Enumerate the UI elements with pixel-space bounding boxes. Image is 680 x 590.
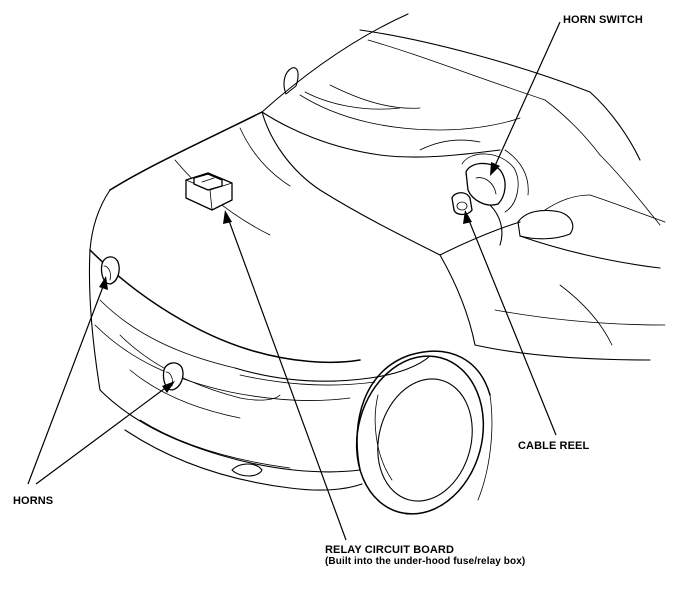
horns-label: HORNS [13,495,54,507]
horn-switch-label: HORN SWITCH [563,14,643,26]
relay-circuit-board-title: RELAY CIRCUIT BOARD [325,544,455,556]
cable-reel-label: CABLE REEL [518,440,590,452]
relay-box-icon [185,172,233,211]
cable-reel-icon [451,192,473,216]
relay-circuit-board-note: (Built into the under-hood fuse/relay bo… [325,556,526,567]
relay-circuit-board-label: RELAY CIRCUIT BOARD (Built into the unde… [325,544,525,567]
horn-part-icon [162,362,184,391]
horn-switch-icon [461,153,519,213]
leader-lines [27,21,561,541]
